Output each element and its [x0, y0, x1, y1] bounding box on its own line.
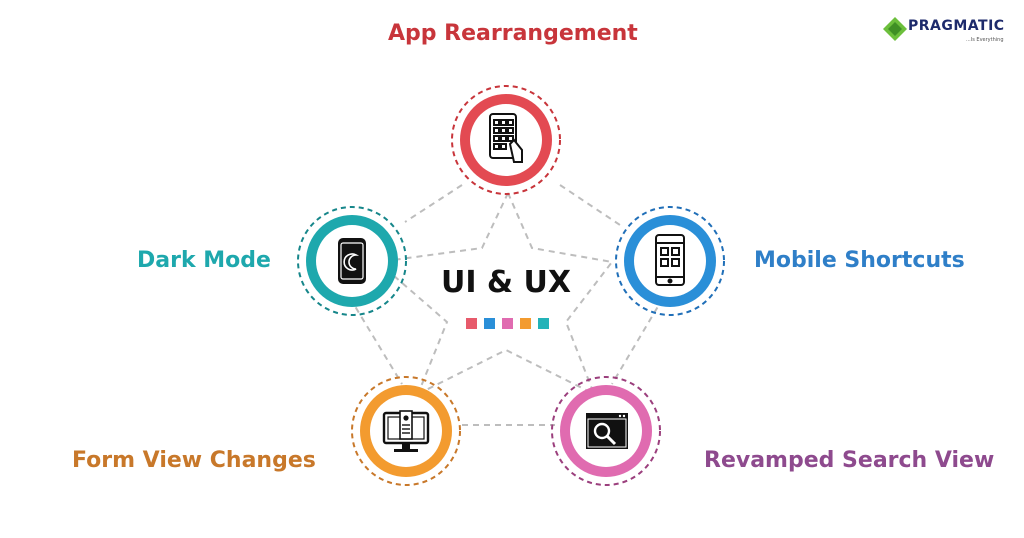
color-square [466, 318, 477, 329]
connector-line [507, 192, 614, 395]
label-revamped-search-view: Revamped Search View [704, 448, 995, 473]
label-app-rearrangement: App Rearrangement [388, 21, 638, 46]
pragmatic-logo: PRAGMATIC ...Is Everything [880, 12, 1010, 48]
color-squares [466, 318, 549, 329]
label-form-view-changes: Form View Changes [72, 448, 316, 473]
center-title: UI & UX [440, 265, 572, 300]
node-revamped-search-view [550, 375, 662, 487]
phone-shortcuts-icon [655, 234, 685, 286]
logo-tagline: ...Is Everything [966, 37, 1004, 43]
color-square [484, 318, 495, 329]
phone-grid-tap-icon [489, 113, 523, 163]
node-dark-mode [296, 205, 408, 317]
color-square [538, 318, 549, 329]
monitor-form-icon [382, 410, 430, 452]
node-app-rearrangement [450, 84, 562, 196]
logo-text: PRAGMATIC [908, 18, 1005, 34]
connector-line [349, 297, 403, 385]
color-square [520, 318, 531, 329]
label-mobile-shortcuts: Mobile Shortcuts [754, 248, 965, 273]
phone-moon-icon [338, 238, 366, 284]
logo-mark-icon [883, 17, 907, 41]
color-square [502, 318, 513, 329]
connector-line [404, 184, 463, 223]
node-form-view-changes [350, 375, 462, 487]
browser-search-icon [586, 413, 628, 449]
label-dark-mode: Dark Mode [137, 248, 271, 273]
node-mobile-shortcuts [614, 205, 726, 317]
connector-line [559, 184, 621, 226]
